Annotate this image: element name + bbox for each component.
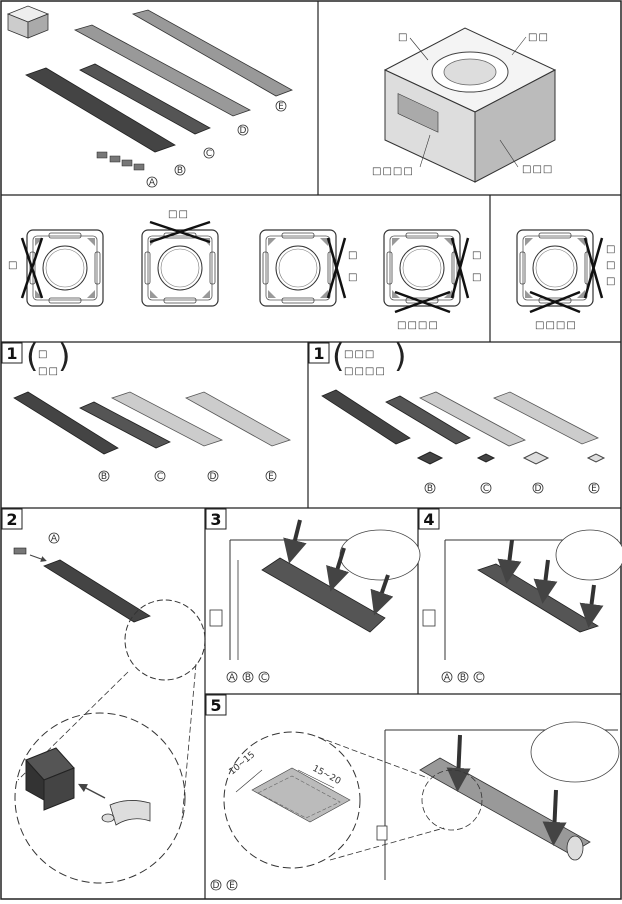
svg-text:E: E — [268, 472, 274, 482]
svg-text:): ) — [58, 337, 70, 375]
svg-text:D: D — [535, 484, 542, 494]
step1b-paren-line2: □□□□ — [344, 366, 386, 377]
svg-text:□: □ — [348, 250, 358, 261]
svg-text:□: □ — [606, 260, 616, 271]
svg-text:D: D — [210, 472, 217, 482]
svg-text:C: C — [261, 673, 267, 683]
config-5: □ □ □ □□□□ — [516, 229, 616, 331]
svg-text:A: A — [149, 178, 156, 188]
svg-text:B: B — [460, 673, 466, 683]
step1b-letter-d: D — [532, 482, 544, 494]
config-4: □ □ □□□□ — [383, 229, 482, 331]
box-icon — [6, 5, 50, 39]
step3-letter-c: C — [258, 671, 270, 683]
unit-panel: □ □□ □□□□ □□□ — [372, 27, 557, 183]
step2-number: 2 — [6, 510, 17, 529]
svg-text:□□□□: □□□□ — [535, 320, 577, 331]
step1a-paren-line1: □ — [38, 349, 48, 360]
svg-text:(: ( — [26, 337, 38, 375]
bar-b — [25, 67, 176, 153]
svg-text:B: B — [427, 484, 433, 494]
step3-panel: 3 A B C — [205, 508, 421, 683]
unit-callout-bottom-right: □□□ — [522, 164, 553, 175]
svg-text:E: E — [229, 881, 235, 891]
svg-text:C: C — [157, 472, 163, 482]
svg-text:□: □ — [472, 272, 482, 283]
step1b-letter-e: E — [588, 482, 600, 494]
part-letter-c: C — [203, 147, 215, 159]
step4-number: 4 — [423, 510, 434, 529]
corner-clips — [96, 151, 145, 171]
step4-letter-c: C — [473, 671, 485, 683]
step5-letter-d: D — [210, 879, 222, 891]
step4-letter-a: A — [441, 671, 453, 683]
unit-callout-bottom-left: □□□□ — [372, 166, 414, 177]
svg-text:□: □ — [606, 244, 616, 255]
step1b-paren-line1: □□□ — [344, 349, 375, 360]
step5-number: 5 — [210, 696, 221, 715]
step1a-paren-line2: □□ — [38, 366, 59, 377]
configs-panel: □ □□ □ □ □ □ □□□□ — [8, 209, 616, 331]
svg-text:□: □ — [348, 272, 358, 283]
step3-number: 3 — [210, 510, 221, 529]
unit-callout-top-left: □ — [398, 32, 408, 43]
svg-text:D: D — [213, 881, 220, 891]
svg-text:D: D — [240, 126, 247, 136]
step1b-letter-c: C — [480, 482, 492, 494]
panel-d — [73, 24, 251, 117]
step1b-letter-b: B — [424, 482, 436, 494]
svg-text:□□□□: □□□□ — [397, 320, 439, 331]
svg-text:C: C — [476, 673, 482, 683]
config-3: □ □ — [259, 229, 358, 307]
step3-letter-a: A — [226, 671, 238, 683]
step1a-number: 1 — [6, 344, 17, 363]
step1a-letter-d: D — [207, 470, 219, 482]
step1a-letter-b: B — [98, 470, 110, 482]
svg-text:): ) — [394, 337, 406, 375]
step5-letter-e: E — [226, 879, 238, 891]
step4-letter-b: B — [457, 671, 469, 683]
step3-letter-b: B — [242, 671, 254, 683]
svg-text:A: A — [229, 673, 236, 683]
part-letter-e: E — [275, 100, 287, 112]
svg-text:□: □ — [8, 260, 18, 271]
part-letter-a: A — [146, 176, 158, 188]
svg-text:B: B — [177, 166, 183, 176]
step2-panel: 2 A — [1, 508, 206, 884]
svg-text:C: C — [483, 484, 489, 494]
svg-text:B: B — [245, 673, 251, 683]
config-2: □□ — [141, 209, 219, 307]
config-1: □ — [8, 229, 104, 307]
svg-text:B: B — [101, 472, 107, 482]
unit-callout-top-right: □□ — [528, 32, 549, 43]
part-letter-b: B — [174, 164, 186, 176]
step4-panel: 4 A B C — [418, 508, 622, 683]
bar-c — [79, 63, 211, 135]
svg-text:□: □ — [472, 250, 482, 261]
step1b-panel: 1 ( □□□ □□□□ ) B C D E — [308, 337, 606, 494]
svg-text:E: E — [278, 102, 284, 112]
svg-text:A: A — [444, 673, 451, 683]
parts-panel: A B C D E — [6, 5, 293, 188]
step1a-panel: 1 ( □ □□ ) B C D E — [1, 337, 291, 482]
svg-text:C: C — [206, 149, 212, 159]
svg-text:A: A — [51, 534, 58, 544]
svg-text:□: □ — [606, 276, 616, 287]
step5-panel: 5 10~15 15~20 D E — [205, 694, 620, 891]
svg-text:(: ( — [332, 337, 344, 375]
part-letter-d: D — [237, 124, 249, 136]
svg-text:E: E — [591, 484, 597, 494]
svg-text:□□: □□ — [168, 209, 189, 220]
step1a-letter-e: E — [265, 470, 277, 482]
panel-e — [131, 9, 293, 97]
step1a-letter-c: C — [154, 470, 166, 482]
step2-letter-a: A — [48, 532, 60, 544]
step1b-number: 1 — [313, 344, 324, 363]
